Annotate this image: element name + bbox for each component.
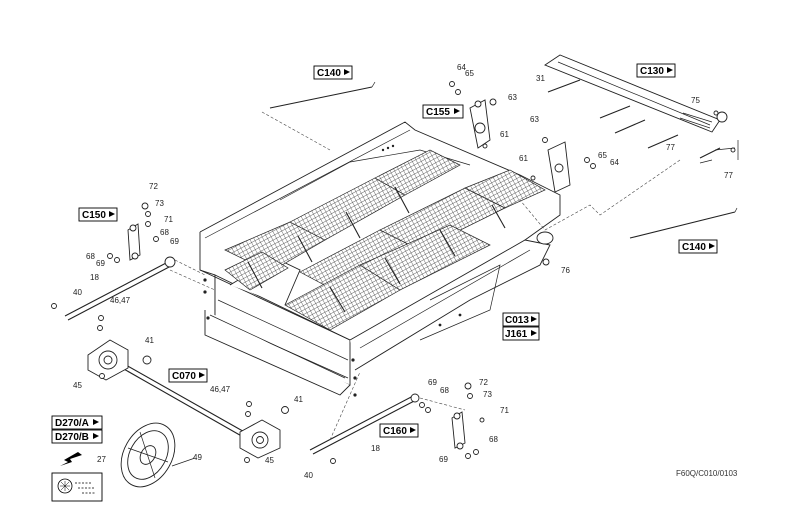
svg-text:C150: C150 [82,210,106,221]
svg-text:C140: C140 [682,242,706,253]
bearing-bottom [239,406,289,459]
part-number: 69 [439,455,448,464]
part-number: 40 [304,471,313,480]
part-number: 45 [265,456,274,465]
part-number: 65 [465,69,474,78]
ref-box-c140-right[interactable]: C140 [678,239,718,254]
right-bracket [547,141,571,193]
ref-box-c150[interactable]: C150 [78,207,118,222]
ref-box-d270a[interactable]: D270/A [51,415,103,430]
sieve-machine-icon [51,472,103,502]
part-number: 69 [96,259,105,268]
ref-box-c130[interactable]: C130 [636,63,676,78]
part-number: 76 [561,266,570,275]
part-number: 64 [457,63,466,72]
part-number: 18 [371,444,380,453]
ref-box-d270b[interactable]: D270/B [51,429,103,444]
top-cover-panel [519,54,739,231]
hardware-items [51,81,736,464]
part-number: 40 [73,288,82,297]
reference-boxes: C140 C155 C130 C150 C140 C013 [51,63,718,444]
part-number: 65 [598,151,607,160]
part-number: 68 [489,435,498,444]
direction-arrow-icon [60,452,82,466]
part-number: 69 [170,237,179,246]
svg-text:D270/B: D270/B [55,432,89,443]
ref-box-j161[interactable]: J161 [502,326,540,341]
left-linkage-arm [127,223,176,268]
drive-hub-right [536,231,554,266]
bearing-left [87,339,152,381]
svg-text:C070: C070 [172,371,196,382]
part-number: 73 [155,199,164,208]
part-number: 71 [500,406,509,415]
part-number: 68 [440,386,449,395]
svg-text:C013: C013 [505,315,529,326]
ref-box-c070[interactable]: C070 [168,368,208,383]
ref-box-c155[interactable]: C155 [422,104,464,119]
part-number: 68 [86,252,95,261]
upper-bracket-c155 [469,99,491,149]
part-number: 63 [508,93,517,102]
part-number: 49 [193,453,202,462]
sieve-frame-assembly [199,121,561,397]
part-number: 77 [724,171,733,180]
part-number: 31 [536,74,545,83]
ref-box-c013[interactable]: C013 [502,312,540,327]
part-number: 63 [530,115,539,124]
part-number: 46,47 [110,296,131,305]
part-number: 18 [90,273,99,282]
part-number: 69 [428,378,437,387]
part-number: 45 [73,381,82,390]
rods [64,81,738,455]
drawing-code: F60Q/C010/0103 [676,469,738,478]
part-number: 77 [666,143,675,152]
right-linkage-arm [410,393,466,450]
part-number: 71 [164,215,173,224]
part-number: 46,47 [210,385,231,394]
svg-text:C140: C140 [317,68,341,79]
part-number: 27 [97,455,106,464]
pulley-wheel [120,422,196,488]
part-number: 72 [149,182,158,191]
svg-text:C130: C130 [640,66,664,77]
part-number: 72 [479,378,488,387]
svg-text:C160: C160 [383,426,407,437]
part-number: 61 [500,130,509,139]
part-number: 68 [160,228,169,237]
svg-text:D270/A: D270/A [55,418,89,429]
part-number: 61 [519,154,528,163]
ref-box-c140-top[interactable]: C140 [313,65,353,80]
part-number: 41 [294,395,303,404]
part-number: 75 [691,96,700,105]
part-number-labels: 64 65 63 61 63 61 65 64 31 75 77 77 76 7… [73,63,733,480]
part-number: 73 [483,390,492,399]
svg-text:C155: C155 [426,107,450,118]
ref-box-c160[interactable]: C160 [379,423,419,438]
part-number: 64 [610,158,619,167]
svg-text:J161: J161 [505,329,528,340]
part-number: 41 [145,336,154,345]
